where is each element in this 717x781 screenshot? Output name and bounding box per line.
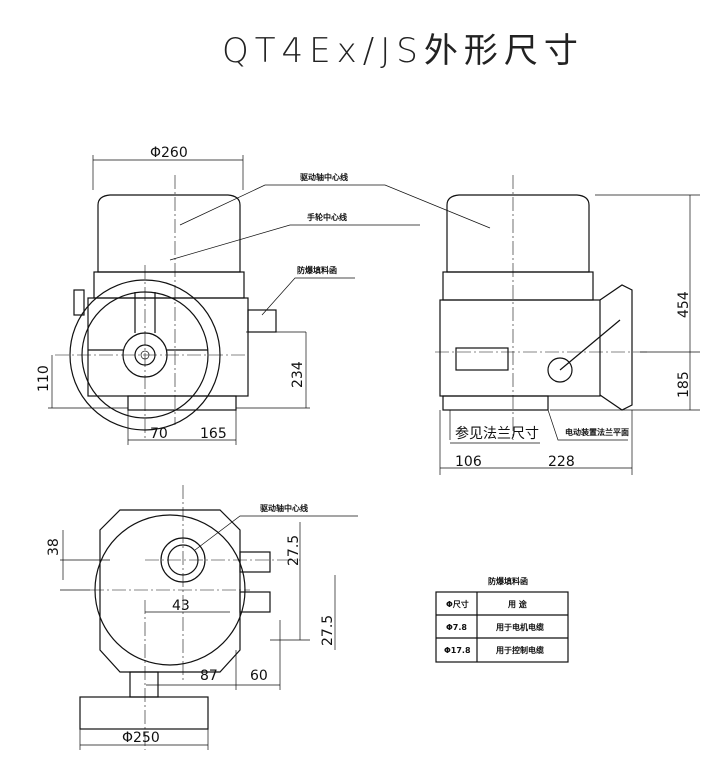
dim-27-5-bottom: 27.5	[320, 615, 336, 646]
dim-60: 60	[250, 668, 268, 684]
label-flange-plane: 电动装置法兰平面	[565, 427, 629, 437]
dim-diameter-250: Φ250	[122, 730, 160, 746]
dim-228: 228	[548, 454, 575, 470]
table-cell-size-2: Φ17.8	[444, 646, 471, 655]
label-drive-axis-bottom: 驱动轴中心线	[260, 503, 308, 513]
dim-106: 106	[455, 454, 482, 470]
table-title: 防爆填料函	[488, 576, 528, 586]
dim-234: 234	[290, 361, 306, 388]
top-view: 驱动轴中心线 38 27.5 27.5 43 87 60 Φ250	[46, 485, 358, 750]
dim-27-5-top: 27.5	[286, 535, 302, 566]
table-cell-size-1: Φ7.8	[446, 623, 467, 632]
gland-table: 防爆填料函 Φ尺寸 用 途 Φ7.8 用于电机电缆 Φ17.8 用于控制电缆	[435, 576, 569, 663]
dim-70: 70	[150, 426, 168, 442]
dim-87: 87	[200, 668, 218, 684]
dim-454: 454	[676, 291, 692, 318]
dim-165: 165	[200, 426, 227, 442]
label-see-flange: 参见法兰尺寸	[455, 425, 539, 442]
label-gland: 防爆填料函	[297, 265, 337, 275]
table-header-size: Φ尺寸	[446, 599, 469, 609]
label-handwheel-axis: 手轮中心线	[307, 212, 347, 222]
side-view: 454 185 参见法兰尺寸 电动装置法兰平面 106 228	[435, 175, 700, 475]
dim-38: 38	[46, 538, 62, 556]
table-header-use: 用 途	[507, 599, 528, 609]
front-view: Φ260 110 234 70 165 驱动轴中心线 手轮中心线 防爆填料函	[36, 145, 491, 445]
table-cell-use-2: 用于控制电缆	[495, 645, 544, 655]
drawing-title: QT4Ex/JS外形尺寸	[222, 31, 584, 71]
dim-110: 110	[36, 365, 52, 392]
dim-43: 43	[172, 598, 190, 614]
table-cell-use-1: 用于电机电缆	[495, 622, 544, 632]
label-drive-axis: 驱动轴中心线	[300, 172, 348, 182]
dim-185: 185	[676, 371, 692, 398]
dim-diameter-260: Φ260	[150, 145, 188, 161]
